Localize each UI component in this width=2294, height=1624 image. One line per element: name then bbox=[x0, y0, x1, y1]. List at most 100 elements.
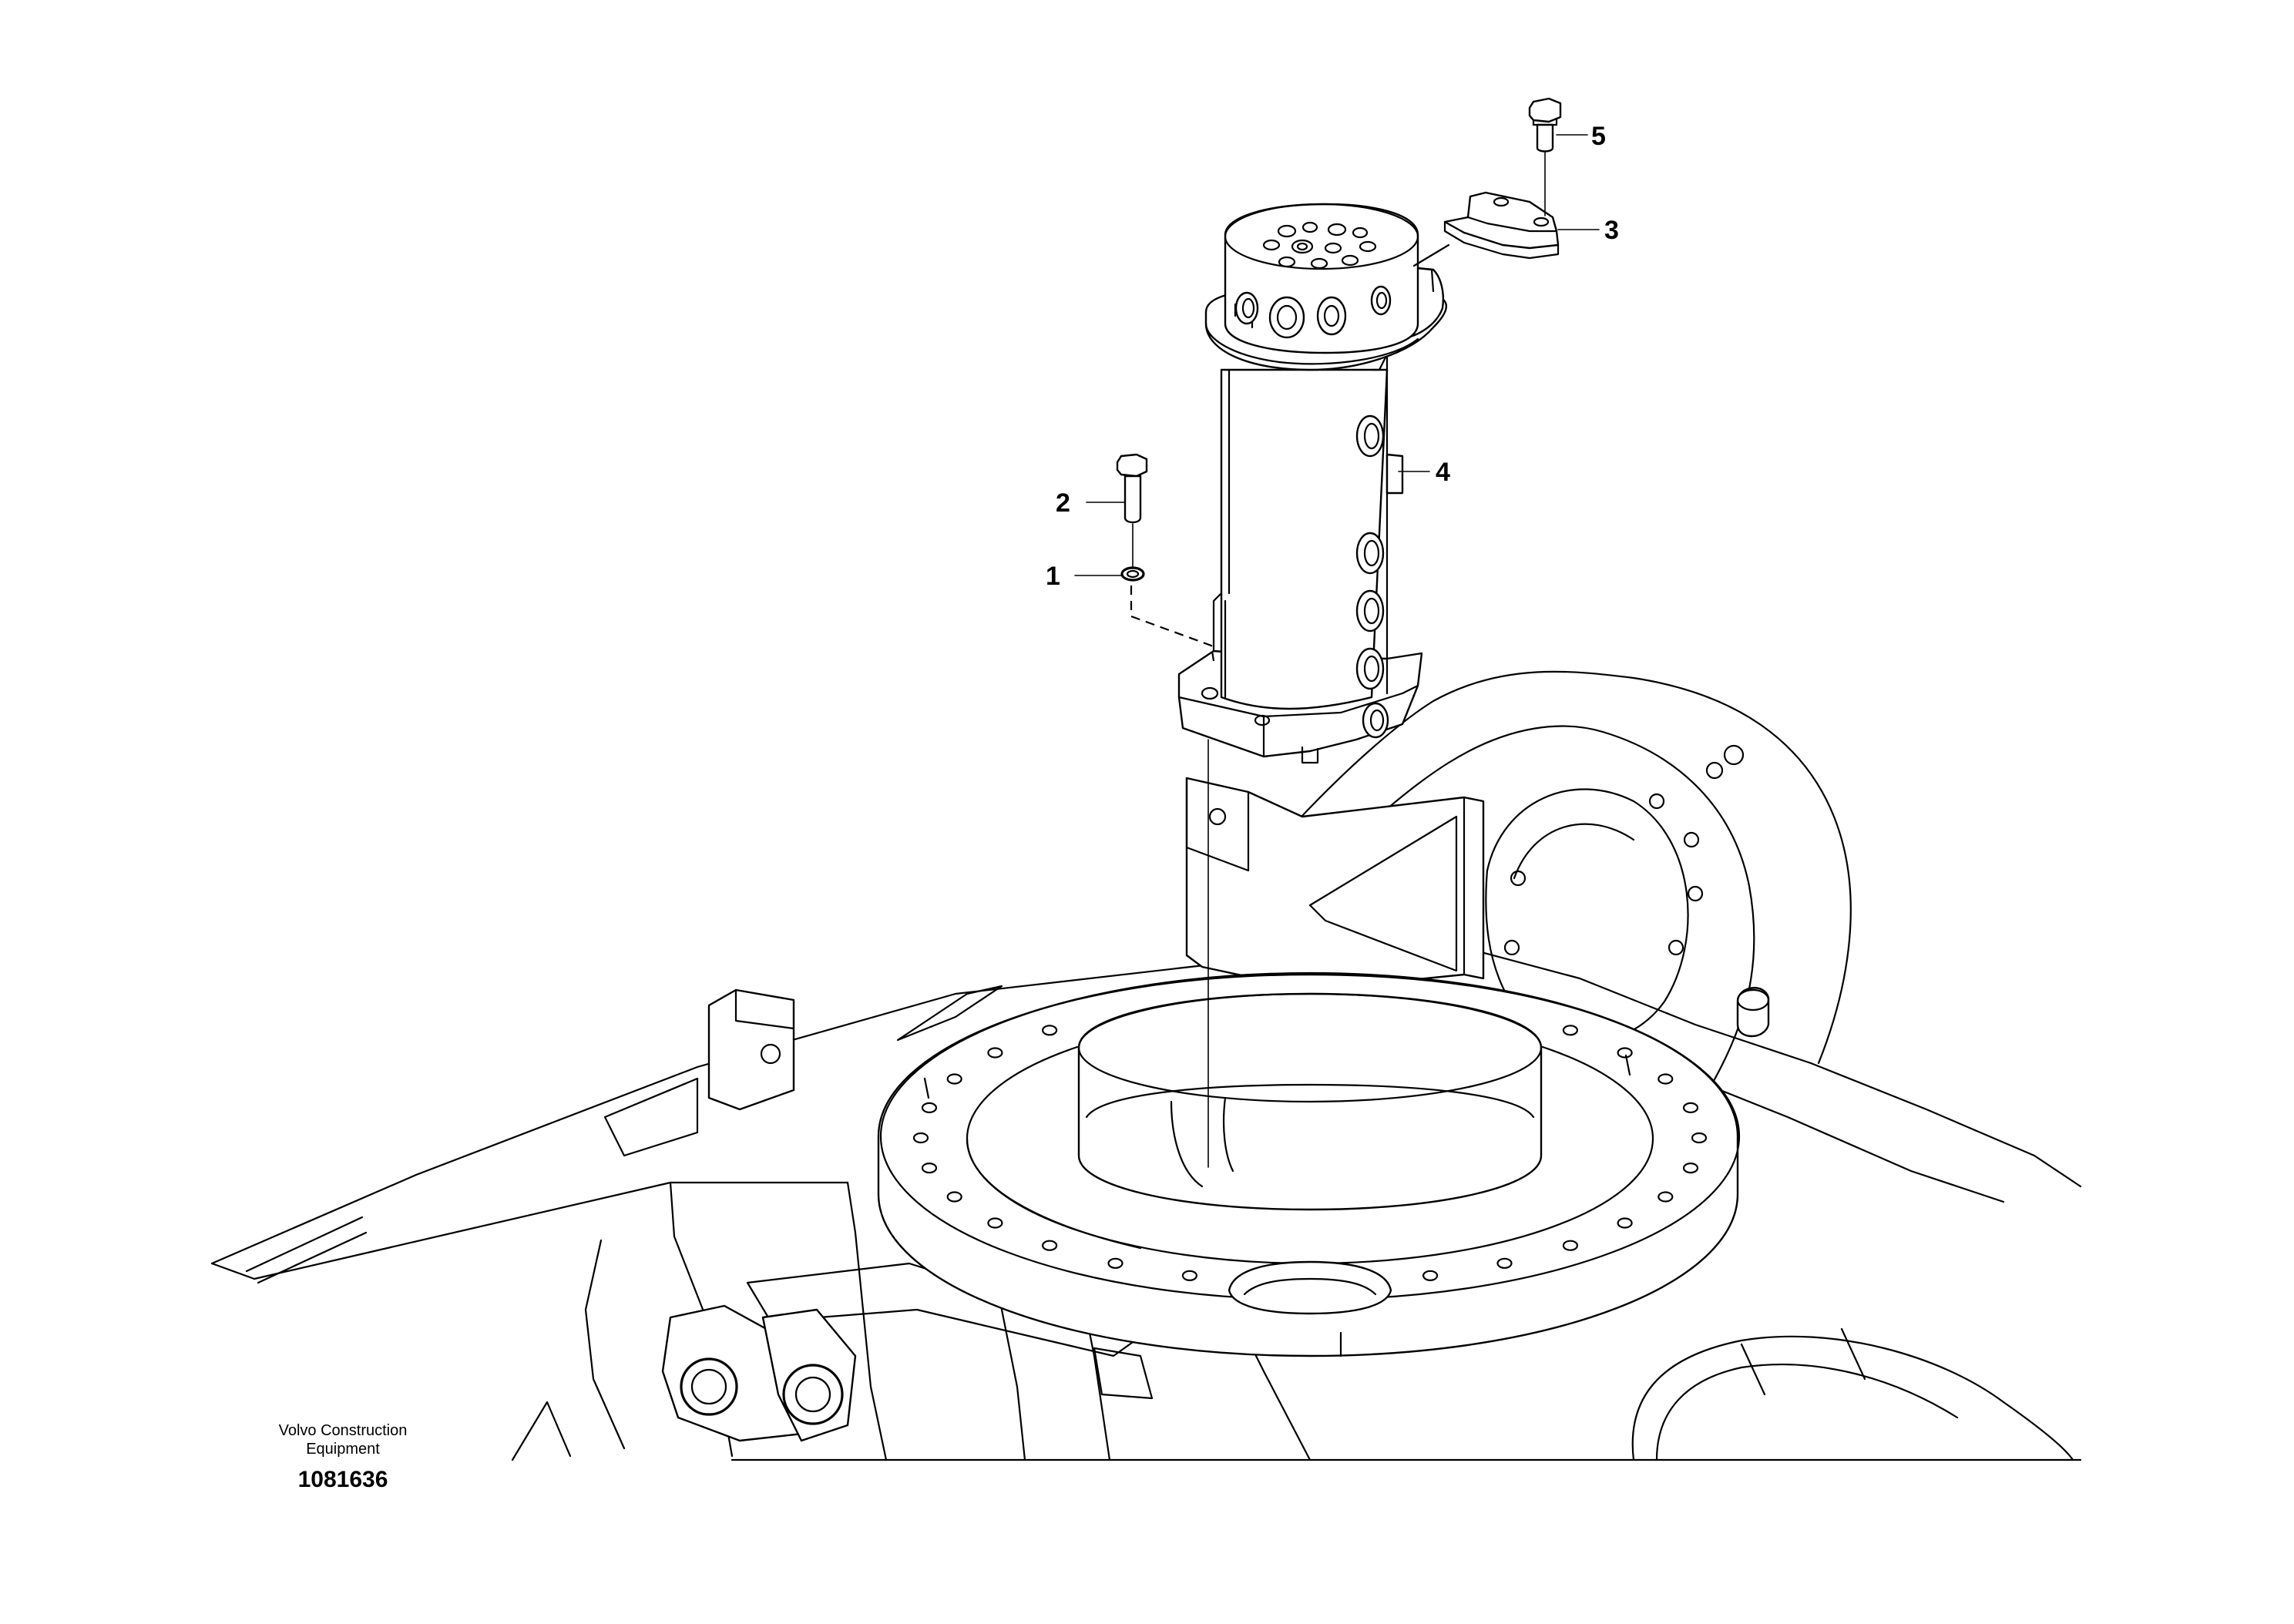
callout-1: 1 bbox=[1046, 562, 1060, 591]
beam-post bbox=[707, 988, 795, 1111]
ring-bolt-hole bbox=[1658, 1191, 1674, 1203]
ring-segment-joints bbox=[923, 1054, 1631, 1357]
lower-flange-bolt-hole bbox=[1201, 686, 1219, 700]
center-box bbox=[1185, 777, 1485, 992]
top-port bbox=[1341, 254, 1359, 267]
side-port-bore bbox=[1369, 709, 1385, 732]
washer-1-inner bbox=[1126, 569, 1140, 579]
stopper-plate-hole bbox=[1533, 216, 1550, 227]
top-port bbox=[1291, 239, 1314, 254]
arm-boss bbox=[1723, 744, 1745, 766]
maker-line-1: Volvo Construction bbox=[279, 1422, 408, 1439]
head-port-bore bbox=[1241, 297, 1255, 319]
head-port bbox=[1370, 285, 1392, 316]
arm-ring-edge bbox=[1601, 730, 1755, 1088]
ring-bolt-hole bbox=[1691, 1132, 1708, 1144]
frame-beam-groove bbox=[245, 1216, 368, 1284]
ring-bolt-hole bbox=[1181, 1270, 1198, 1281]
callout-5: 5 bbox=[1591, 122, 1606, 151]
arm-bolt-hole bbox=[1683, 831, 1700, 848]
washer-1-hidden-line bbox=[1130, 586, 1215, 662]
stopper-plate-hole bbox=[1493, 196, 1510, 207]
beam-post-hole bbox=[760, 1043, 781, 1065]
rotary-joint-head-top bbox=[1224, 203, 1419, 270]
washer-1-outer bbox=[1120, 566, 1145, 582]
document-number: 1081636 bbox=[298, 1467, 388, 1492]
callout-3: 3 bbox=[1604, 216, 1619, 245]
stopper-plate-thickness bbox=[1443, 220, 1560, 260]
pin-hole-outer-right bbox=[782, 1364, 844, 1425]
head-port-bore bbox=[1323, 304, 1340, 327]
ring-inner-shoulder bbox=[966, 1137, 1142, 1250]
ring-bolt-hole bbox=[921, 1102, 938, 1114]
arm-bolt-hole bbox=[1687, 885, 1704, 902]
frame-right-edge-top bbox=[1463, 946, 2082, 1188]
ring-bolt-hole bbox=[1107, 1257, 1123, 1269]
pin-hole-inner-left bbox=[690, 1368, 727, 1405]
ring-bolt-hole bbox=[946, 1191, 962, 1203]
drawing-id-block: Volvo Construction Equipment 1081636 bbox=[279, 1422, 408, 1492]
callout-4: 4 bbox=[1436, 458, 1450, 487]
ring-bolt-hole bbox=[1422, 1270, 1439, 1281]
bolt-5-head bbox=[1528, 97, 1562, 123]
ring-bottom-cutout-inner bbox=[1243, 1277, 1377, 1296]
arm-bolt-hole bbox=[1503, 939, 1520, 956]
center-box-hole bbox=[1208, 807, 1227, 826]
pin-hole-outer-left bbox=[680, 1357, 738, 1416]
head-port bbox=[1316, 296, 1347, 336]
ring-bolt-hole bbox=[1496, 1257, 1513, 1269]
frame-beam-lower-edge bbox=[210, 1181, 849, 1280]
frame-arm bbox=[1212, 670, 1852, 1088]
beam-post-edge bbox=[734, 988, 795, 1030]
frame-slot bbox=[603, 1077, 699, 1157]
ring-bolt-hole bbox=[921, 1162, 938, 1174]
side-port-bore bbox=[1363, 597, 1380, 625]
ring-bolt-hole bbox=[1682, 1102, 1699, 1114]
top-port bbox=[1278, 256, 1296, 268]
head-port-bore bbox=[1375, 291, 1388, 310]
frame-right-edge-lower bbox=[1709, 1085, 2005, 1203]
ring-bolt-hole bbox=[946, 1073, 962, 1085]
rotary-joint-side-ports bbox=[1355, 414, 1404, 739]
bolt-2-shank bbox=[1123, 475, 1142, 524]
upper-flange-lower-edge bbox=[1204, 322, 1419, 365]
sleeve-inner-rim bbox=[1085, 1083, 1535, 1119]
bolt-5 bbox=[1528, 97, 1562, 216]
sleeve-inner-lug bbox=[1170, 1096, 1234, 1188]
lower-body-strut bbox=[511, 1401, 572, 1461]
center-sleeve bbox=[1077, 992, 1543, 1211]
top-port bbox=[1324, 242, 1342, 254]
rotary-joint-body-shading bbox=[1224, 368, 1231, 699]
top-port bbox=[1310, 257, 1328, 270]
top-port bbox=[1327, 223, 1347, 237]
bolt-2-head bbox=[1116, 453, 1148, 478]
lower-body-left-curve bbox=[584, 1239, 626, 1450]
center-box-body bbox=[1185, 777, 1485, 992]
head-port-large bbox=[1268, 296, 1305, 339]
ring-bolt-hole bbox=[912, 1132, 929, 1144]
side-port bbox=[1362, 702, 1389, 739]
rotary-joint-body bbox=[1220, 368, 1389, 710]
stopper-plate-leader bbox=[1412, 243, 1450, 267]
ring-bolt-hole bbox=[1041, 1240, 1058, 1251]
ring-bolt-hole bbox=[1617, 1217, 1633, 1229]
top-port bbox=[1359, 240, 1377, 253]
rotary-joint-head bbox=[1224, 203, 1419, 354]
side-port-bore bbox=[1363, 539, 1380, 567]
top-port bbox=[1277, 224, 1297, 238]
pin-hole-inner-right bbox=[794, 1376, 831, 1413]
bolt-2 bbox=[1116, 453, 1148, 569]
lower-frame bbox=[210, 946, 2082, 1461]
stopper-tab-edge bbox=[1415, 267, 1435, 293]
bolt-5-shank bbox=[1536, 123, 1554, 153]
track-frame-ribs bbox=[1740, 1327, 1866, 1396]
ring-bolt-hole bbox=[1682, 1162, 1699, 1174]
washer-1 bbox=[1120, 566, 1215, 662]
stopper-plate bbox=[1412, 191, 1560, 267]
head-port-large-bore bbox=[1276, 304, 1298, 331]
head-top-ports bbox=[1262, 221, 1377, 270]
ring-bolt-hole bbox=[1562, 1025, 1579, 1036]
callout-leaders bbox=[1074, 134, 1600, 576]
